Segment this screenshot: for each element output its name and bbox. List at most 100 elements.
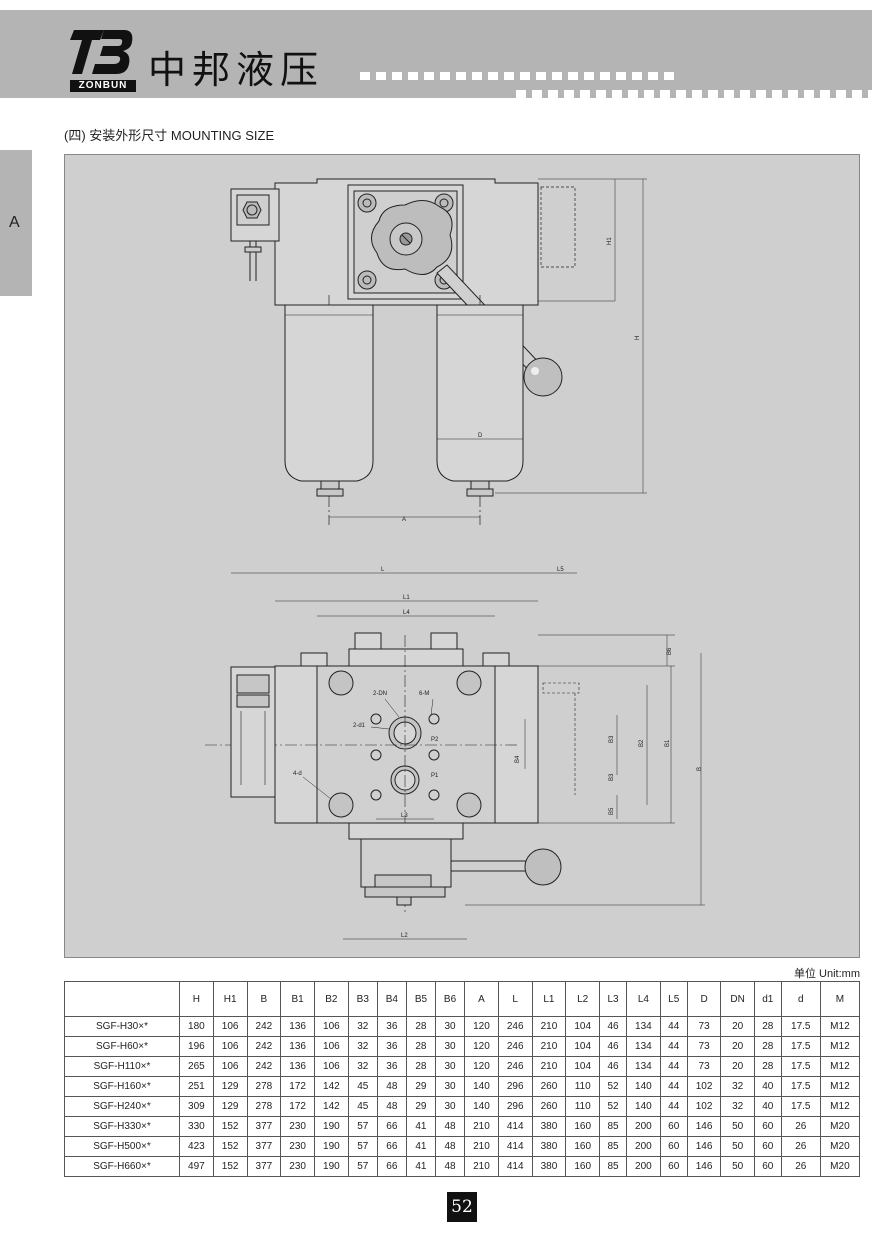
- value-cell: 48: [376, 1076, 407, 1097]
- value-cell: 85: [599, 1156, 628, 1177]
- value-cell: 106: [212, 1036, 248, 1057]
- dim-label-L1: L1: [403, 595, 410, 601]
- value-cell: 230: [280, 1116, 315, 1137]
- value-cell: 230: [280, 1156, 315, 1177]
- value-cell: 40: [753, 1096, 782, 1117]
- value-cell: 140: [626, 1076, 661, 1097]
- value-cell: 414: [497, 1156, 533, 1177]
- value-cell: 30: [434, 1096, 466, 1117]
- table-header-cell: B: [246, 981, 282, 1017]
- value-cell: 210: [464, 1136, 499, 1157]
- value-cell: 210: [464, 1156, 499, 1177]
- value-cell: 296: [497, 1096, 533, 1117]
- value-cell: 142: [314, 1076, 349, 1097]
- value-cell: 48: [376, 1096, 407, 1117]
- value-cell: 41: [405, 1156, 436, 1177]
- value-cell: 17.5: [780, 1096, 821, 1117]
- logo-wordmark: ZONBUN: [70, 80, 136, 92]
- value-cell: 129: [212, 1096, 248, 1117]
- value-cell: 32: [347, 1056, 378, 1077]
- value-cell: 60: [659, 1156, 688, 1177]
- value-cell: 380: [531, 1136, 567, 1157]
- value-cell: 17.5: [780, 1076, 821, 1097]
- value-cell: 136: [280, 1056, 315, 1077]
- value-cell: 134: [626, 1016, 661, 1037]
- dim-label-2DN: 2-DN: [373, 691, 387, 697]
- value-cell: 20: [720, 1036, 755, 1057]
- value-cell: 242: [246, 1016, 282, 1037]
- dim-label-P2: P2: [431, 737, 439, 743]
- dim-label-B3-upper: B3: [609, 735, 615, 743]
- value-cell: 28: [405, 1036, 436, 1057]
- value-cell: 377: [246, 1116, 282, 1137]
- table-header-cell: L: [497, 981, 533, 1017]
- front-view-labels: H1 H D A: [402, 237, 641, 523]
- value-cell: 44: [659, 1056, 688, 1077]
- header-banner: ZONBUN 中邦液压: [0, 10, 878, 98]
- model-cell: SGF-H110×*: [64, 1056, 180, 1077]
- value-cell: 296: [497, 1076, 533, 1097]
- value-cell: M20: [819, 1136, 861, 1157]
- plan-view-labels: L L5 L1 L4 B6 B3 B2 B1 B B4 B3 B5 L3 L2 …: [293, 567, 703, 939]
- table-header-cell: L1: [531, 981, 567, 1017]
- value-cell: 210: [464, 1116, 499, 1137]
- value-cell: 104: [565, 1016, 601, 1037]
- model-cell: SGF-H30×*: [64, 1016, 180, 1037]
- value-cell: 104: [565, 1056, 601, 1077]
- dim-label-B1: B1: [665, 739, 671, 747]
- table-header-cell: L2: [565, 981, 601, 1017]
- table-header-cell: A: [464, 981, 499, 1017]
- value-cell: 30: [434, 1036, 466, 1057]
- value-cell: 230: [280, 1136, 315, 1157]
- value-cell: 330: [179, 1116, 214, 1137]
- value-cell: 265: [179, 1056, 214, 1077]
- table-header-cell: d: [780, 981, 821, 1017]
- value-cell: M12: [819, 1096, 861, 1117]
- value-cell: 41: [405, 1136, 436, 1157]
- value-cell: 106: [212, 1056, 248, 1077]
- dim-label-B6: B6: [667, 647, 673, 655]
- model-cell: SGF-H330×*: [64, 1116, 180, 1137]
- value-cell: 152: [212, 1116, 248, 1137]
- mounting-drawing: H1 H D A: [64, 154, 860, 958]
- dim-label-H: H: [635, 336, 641, 340]
- value-cell: 140: [626, 1096, 661, 1117]
- value-cell: 20: [720, 1016, 755, 1037]
- dim-label-P1: P1: [431, 773, 439, 779]
- table-header-cell: H1: [212, 981, 248, 1017]
- table-header-cell: DN: [720, 981, 755, 1017]
- value-cell: 17.5: [780, 1016, 821, 1037]
- value-cell: 120: [464, 1056, 499, 1077]
- value-cell: 106: [314, 1036, 349, 1057]
- header-dots-bottom: [516, 90, 878, 98]
- value-cell: 28: [405, 1016, 436, 1037]
- value-cell: 85: [599, 1116, 628, 1137]
- value-cell: 140: [464, 1096, 499, 1117]
- value-cell: 278: [246, 1076, 282, 1097]
- value-cell: 60: [753, 1156, 782, 1177]
- value-cell: 66: [376, 1116, 407, 1137]
- model-cell: SGF-H240×*: [64, 1096, 180, 1117]
- dim-label-L4: L4: [403, 610, 410, 616]
- value-cell: 66: [376, 1156, 407, 1177]
- value-cell: 210: [531, 1036, 567, 1057]
- value-cell: M20: [819, 1116, 861, 1137]
- value-cell: 17.5: [780, 1036, 821, 1057]
- value-cell: 172: [280, 1076, 315, 1097]
- value-cell: 152: [212, 1136, 248, 1157]
- value-cell: 136: [280, 1016, 315, 1037]
- value-cell: 134: [626, 1056, 661, 1077]
- value-cell: 190: [314, 1156, 349, 1177]
- technical-drawing-svg: H1 H D A: [205, 178, 705, 940]
- value-cell: 414: [497, 1116, 533, 1137]
- value-cell: 106: [314, 1056, 349, 1077]
- section-side-tab[interactable]: A: [0, 150, 32, 296]
- value-cell: 172: [280, 1096, 315, 1117]
- dim-label-B2: B2: [639, 739, 645, 747]
- value-cell: 28: [753, 1056, 782, 1077]
